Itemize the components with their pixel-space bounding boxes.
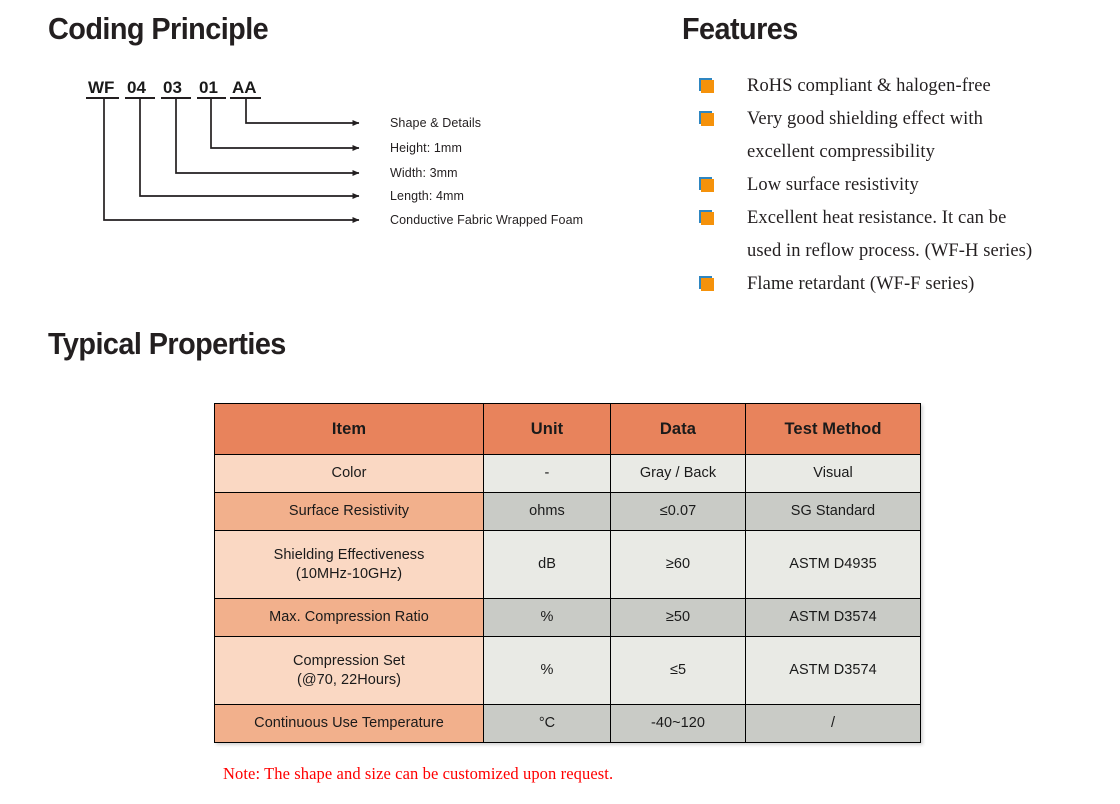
feature-text: Excellent heat resistance. It can be use… — [747, 208, 1033, 261]
code-segment-height: 01 — [199, 78, 218, 97]
orange-square-bullet-icon — [699, 276, 714, 291]
page-title-features: Features — [682, 11, 798, 46]
cell-unit: °C — [483, 704, 611, 743]
orange-square-bullet-icon — [699, 78, 714, 93]
leader-label-shape-details: Shape & Details — [390, 116, 482, 130]
column-header-item: Item — [214, 403, 484, 455]
feature-list-item: RoHS compliant & halogen-free — [697, 70, 1109, 103]
cell-method: SG Standard — [745, 492, 921, 531]
bullet-icon-cell — [697, 202, 747, 235]
table-row: Shielding Effectiveness (10MHz-10GHz) dB… — [214, 530, 921, 599]
feature-text: RoHS compliant & halogen-free — [747, 76, 991, 96]
cell-data: ≤5 — [610, 636, 746, 705]
table-row: Surface Resistivity ohms ≤0.07 SG Standa… — [214, 492, 921, 531]
table-row: Continuous Use Temperature °C -40~120 / — [214, 704, 921, 743]
feature-list-item: Flame retardant (WF-F series) — [697, 268, 1109, 301]
cell-method: / — [745, 704, 921, 743]
cell-item: Color — [214, 454, 484, 493]
orange-square-bullet-icon — [699, 111, 714, 126]
feature-list-item: Low surface resistivity — [697, 169, 1109, 202]
cell-data: Gray / Back — [610, 454, 746, 493]
table-row: Compression Set (@70, 22Hours) % ≤5 ASTM… — [214, 636, 921, 705]
column-header-data: Data — [610, 403, 746, 455]
bullet-icon-cell — [697, 103, 747, 136]
feature-text: Flame retardant (WF-F series) — [747, 274, 975, 294]
table-note: Note: The shape and size can be customiz… — [223, 764, 614, 783]
code-segment-length: 04 — [127, 78, 146, 97]
table-row: Max. Compression Ratio % ≥50 ASTM D3574 — [214, 598, 921, 637]
table-row: Color - Gray / Back Visual — [214, 454, 921, 493]
leader-label-material: Conductive Fabric Wrapped Foam — [390, 213, 584, 227]
typical-properties-table: Item Unit Data Test Method Color - Gray … — [214, 403, 921, 743]
code-segment-prefix: WF — [88, 78, 115, 97]
coding-principle-diagram: WF 04 03 01 AA — [0, 60, 680, 245]
cell-method: ASTM D3574 — [745, 598, 921, 637]
column-header-unit: Unit — [483, 403, 611, 455]
leader-lines-graphic — [86, 97, 360, 223]
cell-unit: - — [483, 454, 611, 493]
bullet-icon-cell — [697, 268, 747, 301]
table-header-row: Item Unit Data Test Method — [214, 403, 921, 455]
cell-method: ASTM D4935 — [745, 530, 921, 599]
page-title-typical-properties: Typical Properties — [48, 326, 286, 361]
cell-method: ASTM D3574 — [745, 636, 921, 705]
leader-label-height: Height: 1mm — [390, 141, 462, 155]
cell-item: Surface Resistivity — [214, 492, 484, 531]
page-title-coding-principle: Coding Principle — [48, 11, 269, 46]
code-segment-shape: AA — [232, 78, 257, 97]
features-list: RoHS compliant & halogen-free Very good … — [697, 70, 1109, 301]
cell-unit: ohms — [483, 492, 611, 531]
cell-data: ≥60 — [610, 530, 746, 599]
feature-list-item: Very good shielding effect with excellen… — [697, 103, 1109, 169]
cell-item: Shielding Effectiveness (10MHz-10GHz) — [214, 530, 484, 599]
cell-unit: % — [483, 598, 611, 637]
cell-item: Compression Set (@70, 22Hours) — [214, 636, 484, 705]
leader-label-length: Length: 4mm — [390, 189, 465, 203]
feature-list-item: Excellent heat resistance. It can be use… — [697, 202, 1109, 268]
orange-square-bullet-icon — [699, 210, 714, 225]
cell-item: Continuous Use Temperature — [214, 704, 484, 743]
column-header-test-method: Test Method — [745, 403, 921, 455]
orange-square-bullet-icon — [699, 177, 714, 192]
cell-unit: dB — [483, 530, 611, 599]
feature-text: Low surface resistivity — [747, 175, 919, 195]
cell-unit: % — [483, 636, 611, 705]
cell-item: Max. Compression Ratio — [214, 598, 484, 637]
cell-data: ≤0.07 — [610, 492, 746, 531]
cell-data: ≥50 — [610, 598, 746, 637]
feature-text: Very good shielding effect with excellen… — [747, 109, 984, 162]
bullet-icon-cell — [697, 169, 747, 202]
code-segment-width: 03 — [163, 78, 182, 97]
bullet-icon-cell — [697, 70, 747, 103]
cell-data: -40~120 — [610, 704, 746, 743]
cell-method: Visual — [745, 454, 921, 493]
leader-label-width: Width: 3mm — [390, 166, 458, 180]
